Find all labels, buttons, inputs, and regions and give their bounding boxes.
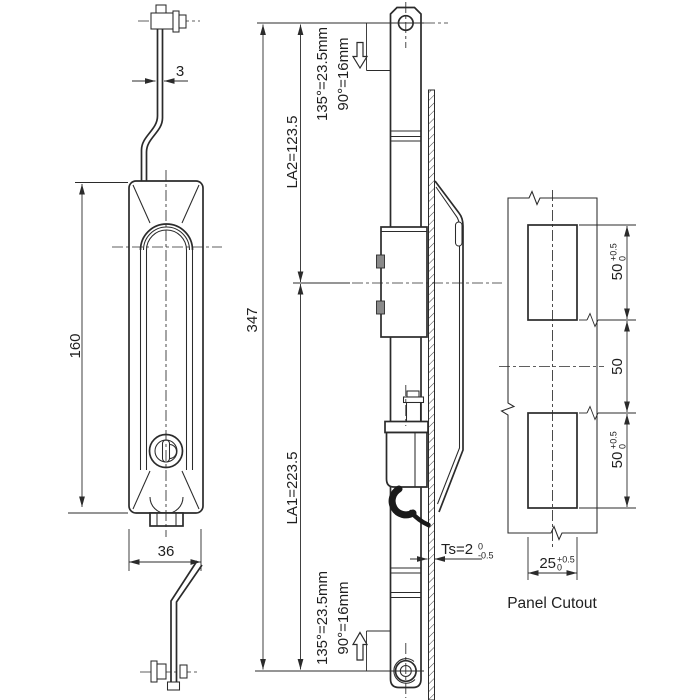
panel-thickness-tol-upper: 0	[478, 542, 483, 552]
mounting-clip-tab	[376, 254, 385, 269]
dimension-lower-cutout-height: 50 +0.5 0	[609, 414, 630, 507]
front-view: 160 3 36	[67, 4, 222, 691]
travel-bottom-90-label: 90°=16mm	[335, 581, 352, 654]
travel-bottom-135-label: 135°=23.5mm	[314, 571, 331, 665]
dimension-body-height: 160	[67, 182, 128, 514]
panel-outline	[500, 190, 598, 541]
dim-body-height-label: 160	[67, 333, 84, 358]
dim-rod-width-label: 3	[176, 63, 184, 80]
side-view: 347 LA2=123.5 LA1=223.5 135°=23.5mm 90°=…	[244, 2, 502, 700]
mounting-clip-tab	[376, 300, 385, 315]
bottom-rod-guide-fitting	[140, 660, 198, 683]
dim-width-tol-up: +0.5	[557, 555, 575, 565]
travel-top-135-label: 135°=23.5mm	[314, 27, 331, 121]
top-rod-guide-fitting	[138, 4, 200, 33]
dim-width-value: 25	[539, 555, 556, 572]
travel-top-90-label: 90°=16mm	[335, 37, 352, 110]
panel-thickness-tol-lower: -0.5	[478, 551, 494, 561]
travel-direction-down-arrow	[351, 41, 369, 70]
cam-case	[384, 420, 429, 488]
lower-control-rod	[166, 560, 203, 691]
dim-lower-height-value: 50	[609, 452, 626, 469]
bottom-bracket	[149, 512, 184, 527]
dim-la2-label: LA2=123.5	[284, 116, 301, 189]
dimension-cutout-width: 25 +0.5 0	[528, 555, 577, 576]
dimension-panel-thickness: Ts=2 0 -0.5	[410, 541, 494, 562]
dimension-body-width: 36	[128, 529, 202, 571]
cam-drive-bolt	[402, 390, 425, 423]
dimension-cutout-spacing: 50	[609, 321, 630, 412]
lock-case	[376, 226, 428, 338]
handle-side-profile	[434, 180, 464, 513]
rod-travel-annotation-top: 135°=23.5mm 90°=16mm	[314, 23, 391, 121]
dim-upper-height-value: 50	[609, 264, 626, 281]
dim-upper-height-tol-dn: 0	[618, 256, 628, 261]
dim-overall-label: 347	[244, 307, 261, 332]
dimension-rod-width: 3	[132, 63, 188, 84]
dim-width-tol-dn: 0	[557, 563, 562, 573]
lock-rod	[389, 6, 422, 689]
rod-travel-annotation-bottom: 135°=23.5mm 90°=16mm	[314, 571, 391, 671]
dimension-la1: LA1=223.5	[284, 284, 304, 670]
dim-lower-height-tol-dn: 0	[618, 444, 628, 449]
upper-control-rod	[140, 29, 164, 181]
panel-cutout-title: Panel Cutout	[507, 595, 597, 612]
dim-upper-height-tol-up: +0.5	[609, 243, 619, 261]
mounting-panel-section	[428, 89, 435, 700]
dim-lower-height-tol-up: +0.5	[609, 431, 619, 449]
travel-direction-up-arrow	[351, 631, 369, 661]
panel-cutout-view: 50 +0.5 0 50 50 +0.5 0 25 +0.5 0 Pa	[499, 190, 636, 612]
latch-cam	[388, 485, 431, 528]
dimension-la2: LA2=123.5	[284, 24, 304, 282]
dim-la1-label: LA1=223.5	[284, 452, 301, 525]
panel-thickness-label: Ts=2	[441, 541, 473, 558]
dimension-overall-length: 347	[244, 24, 266, 670]
dimension-upper-cutout-height: 50 +0.5 0	[609, 226, 630, 319]
dim-body-width-label: 36	[158, 543, 175, 560]
dim-spacing-value: 50	[609, 358, 626, 375]
